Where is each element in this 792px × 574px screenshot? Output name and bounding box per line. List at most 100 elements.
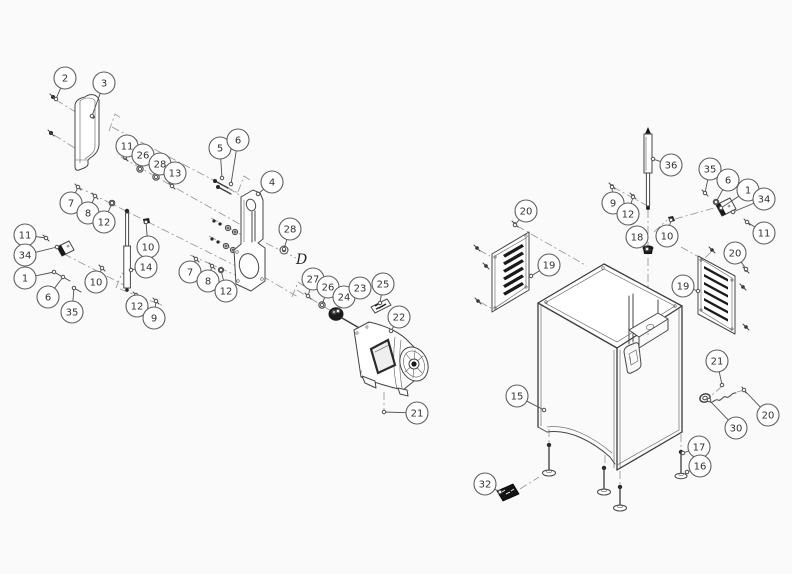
callout-20: 20 — [512, 199, 538, 228]
cabinet — [537, 263, 683, 471]
svg-text:4: 4 — [269, 178, 275, 189]
callout-19: 19 — [528, 253, 561, 279]
svg-text:5: 5 — [217, 144, 223, 155]
svg-text:16: 16 — [694, 462, 707, 473]
svg-text:6: 6 — [235, 136, 241, 147]
svg-text:35: 35 — [704, 165, 717, 176]
svg-text:20: 20 — [762, 411, 775, 422]
svg-text:22: 22 — [393, 313, 406, 324]
svg-text:1: 1 — [22, 274, 28, 285]
callout-16: 16 — [684, 454, 712, 478]
junction-box — [369, 338, 397, 375]
callout-8: 8 — [196, 263, 220, 293]
callout-13: 13 — [163, 161, 187, 189]
svg-text:17: 17 — [693, 443, 706, 454]
callout-10: 10 — [84, 265, 108, 294]
svg-text:34: 34 — [758, 195, 771, 206]
svg-text:13: 13 — [169, 169, 182, 180]
callout-6: 6 — [713, 168, 740, 205]
svg-text:36: 36 — [665, 161, 678, 172]
svg-text:11: 11 — [19, 231, 32, 242]
callout-7: 7 — [59, 184, 83, 215]
svg-text:28: 28 — [154, 160, 167, 171]
centerlines-right — [478, 186, 746, 490]
svg-text:7: 7 — [187, 268, 193, 279]
callout-5: 5 — [208, 136, 232, 181]
callout-32: 32 — [473, 472, 503, 496]
svg-text:3: 3 — [101, 79, 107, 90]
leveling-feet — [542, 442, 688, 512]
callout-12: 12 — [616, 194, 640, 226]
svg-text:6: 6 — [725, 176, 731, 187]
svg-text:30: 30 — [730, 424, 743, 435]
callout-1: 1 — [13, 266, 57, 290]
callout-12: 12 — [214, 267, 238, 303]
svg-text:21: 21 — [711, 357, 724, 368]
callout-6: 6 — [36, 274, 66, 309]
left-assembly: D — [42, 93, 429, 410]
svg-text:9: 9 — [610, 199, 616, 210]
svg-text:12: 12 — [622, 210, 635, 221]
svg-text:10: 10 — [90, 278, 103, 289]
callout-35: 35 — [60, 285, 84, 324]
svg-text:28: 28 — [284, 225, 297, 236]
grommet — [699, 386, 747, 403]
callout-10: 10 — [136, 219, 160, 259]
stand-assembly — [473, 127, 751, 512]
callout-28: 28 — [278, 217, 302, 252]
svg-text:18: 18 — [631, 233, 644, 244]
svg-text:1: 1 — [745, 186, 751, 197]
callout-12: 12 — [92, 200, 116, 234]
svg-text:11: 11 — [758, 229, 771, 240]
pulley — [328, 307, 344, 321]
svg-text:8: 8 — [205, 277, 211, 288]
vent-panel-left — [473, 220, 530, 313]
svg-text:8: 8 — [85, 209, 91, 220]
callout-2: 2 — [53, 66, 77, 102]
callout-36: 36 — [650, 153, 683, 177]
callout-23: 23 — [348, 276, 372, 300]
svg-text:25: 25 — [377, 280, 390, 291]
svg-text:12: 12 — [131, 302, 144, 313]
pivot-bracket — [233, 189, 266, 292]
svg-text:7: 7 — [68, 199, 74, 210]
svg-text:24: 24 — [338, 293, 351, 304]
vent-panel-right — [697, 246, 750, 335]
callout-15: 15 — [505, 384, 547, 413]
callout-20: 20 — [741, 387, 780, 427]
svg-text:2: 2 — [62, 74, 68, 85]
svg-text:12: 12 — [98, 218, 111, 229]
callout-11: 11 — [744, 219, 776, 245]
svg-text:35: 35 — [66, 308, 79, 319]
svg-text:20: 20 — [520, 207, 533, 218]
callout-3: 3 — [89, 71, 116, 119]
callout-18: 18 — [625, 225, 650, 252]
callout-21: 21 — [381, 401, 429, 425]
motor — [353, 321, 429, 397]
svg-text:15: 15 — [511, 392, 524, 403]
section-label-d: D — [295, 252, 307, 268]
svg-text:11: 11 — [121, 142, 134, 153]
callout-34: 34 — [730, 187, 776, 215]
svg-text:34: 34 — [19, 251, 32, 262]
warning-label — [496, 483, 520, 502]
svg-text:19: 19 — [677, 282, 690, 293]
callout-21: 21 — [705, 349, 729, 388]
callout-35: 35 — [698, 157, 722, 196]
svg-text:27: 27 — [307, 275, 320, 286]
callout-19: 19 — [671, 274, 701, 298]
callout-25: 25 — [371, 272, 395, 306]
callout-14: 14 — [128, 255, 158, 279]
callout-22: 22 — [387, 305, 411, 334]
svg-text:10: 10 — [661, 232, 674, 243]
callout-6: 6 — [226, 128, 250, 187]
callout-4: 4 — [255, 170, 284, 197]
callout-17: 17 — [680, 435, 711, 459]
svg-text:14: 14 — [140, 263, 153, 274]
svg-text:6: 6 — [45, 293, 51, 304]
bracket-bolts — [213, 179, 232, 195]
callout-20: 20 — [723, 241, 749, 272]
svg-text:26: 26 — [137, 151, 150, 162]
svg-text:26: 26 — [322, 283, 335, 294]
